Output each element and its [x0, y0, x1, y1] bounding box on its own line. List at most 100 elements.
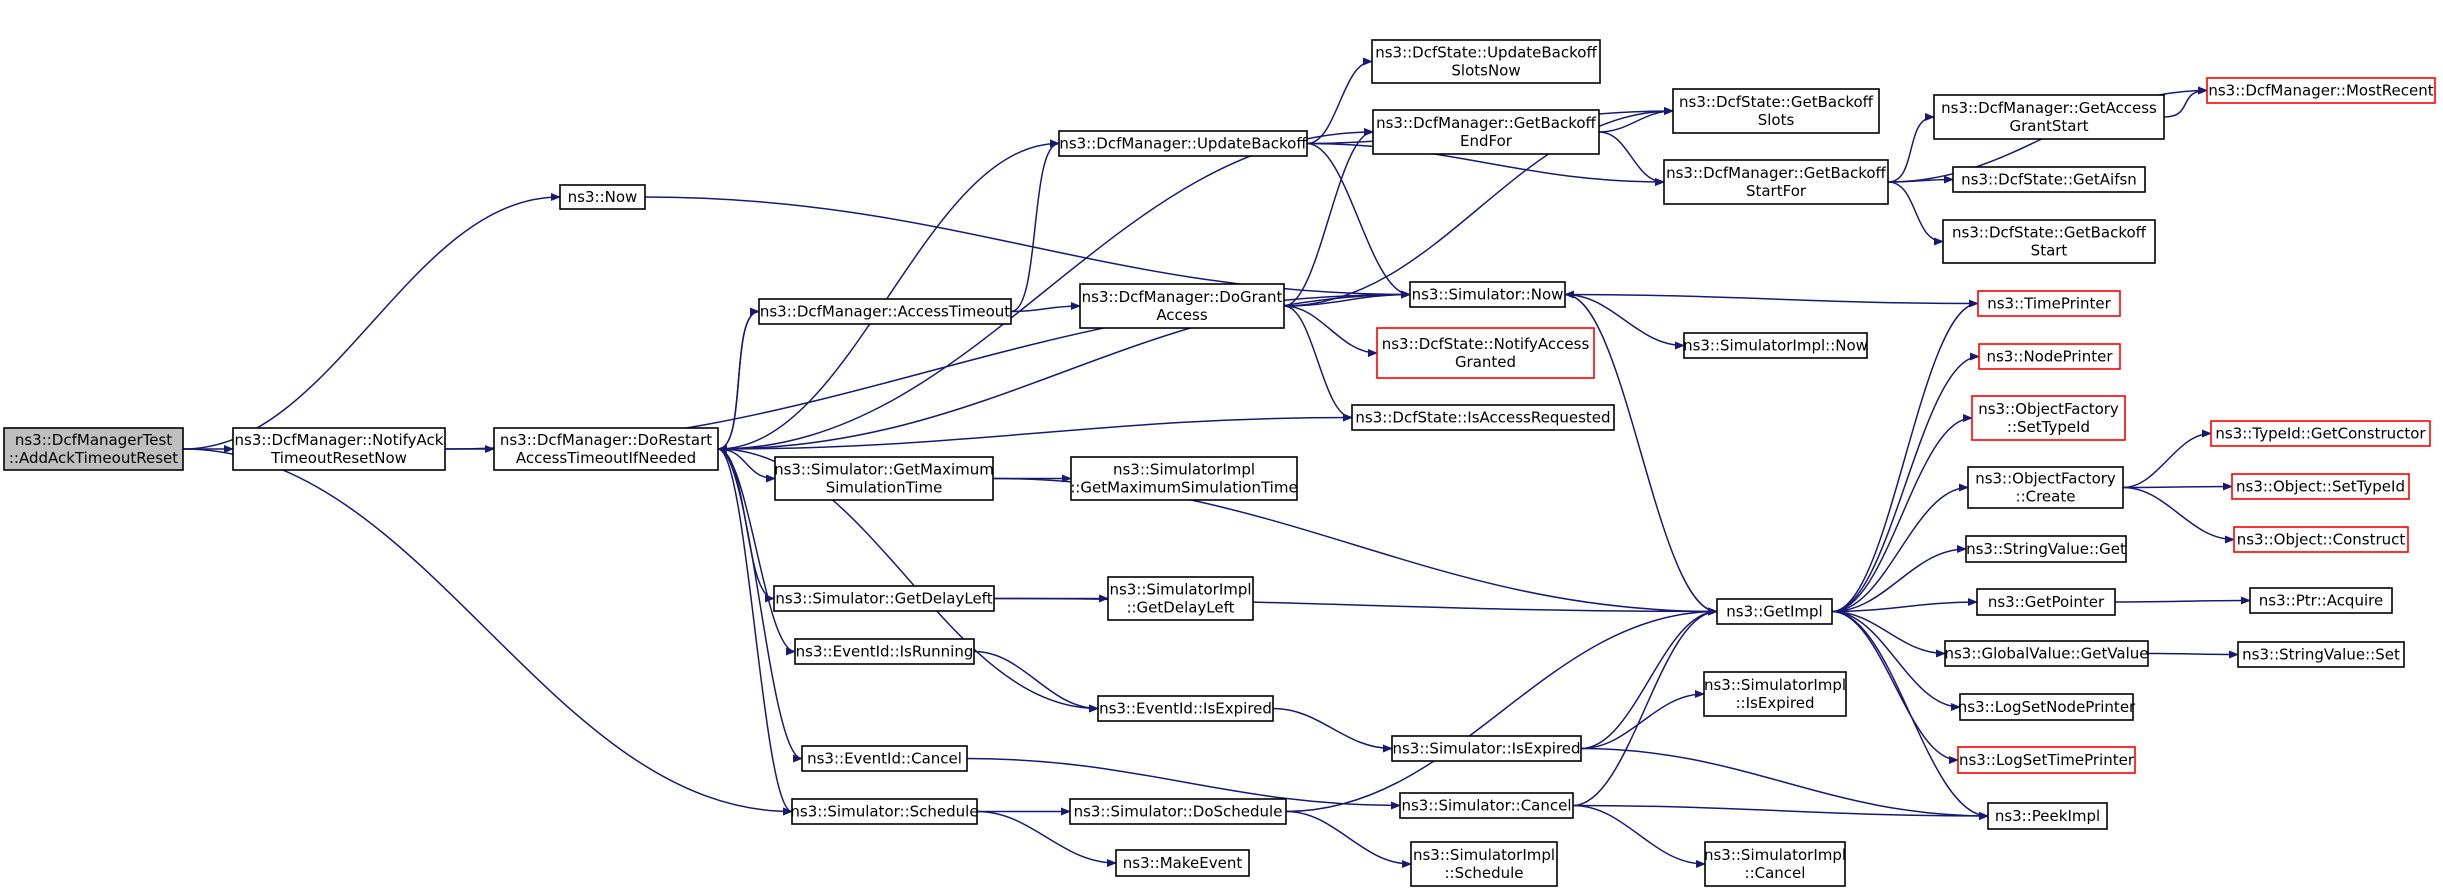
- node-objSetTypeId[interactable]: ns3::Object::SetTypeId: [2231, 473, 2410, 500]
- node-implGetDelay[interactable]: ns3::SimulatorImpl::GetDelayLeft: [1107, 576, 1254, 621]
- node-logNode[interactable]: ns3::LogSetNodePrinter: [1958, 693, 2136, 721]
- node-strSet[interactable]: ns3::StringValue::Set: [2237, 641, 2405, 668]
- node-label-line: ns3::EventId::IsRunning: [796, 643, 974, 661]
- edge-getImpl-to-timePrinter: [1831, 299, 1979, 613]
- node-label-line: ns3::DcfState::GetBackoff: [1952, 224, 2147, 242]
- node-label-line: ns3::TimePrinter: [1987, 295, 2111, 313]
- node-isAccessReq[interactable]: ns3::DcfState::IsAccessRequested: [1351, 404, 1615, 431]
- node-updateBackoff[interactable]: ns3::DcfManager::UpdateBackoff: [1058, 130, 1308, 157]
- node-eventCancel[interactable]: ns3::EventId::Cancel: [801, 745, 968, 772]
- edge-getBackoffStart-to-dsBackoffStart: [1887, 181, 1944, 246]
- edge-simCancel-to-implCancel: [1572, 804, 1706, 868]
- node-label-line: ns3::GetImpl: [1726, 603, 1822, 621]
- node-timePrinter[interactable]: ns3::TimePrinter: [1977, 290, 2121, 317]
- node-label-line: ns3::Object::SetTypeId: [2236, 478, 2405, 496]
- node-now[interactable]: ns3::Now: [559, 184, 646, 210]
- node-box: [1058, 130, 1308, 157]
- node-gvGetValue[interactable]: ns3::GlobalValue::GetValue: [1944, 640, 2149, 667]
- node-box: [1977, 290, 2121, 317]
- node-doRestart[interactable]: ns3::DcfManager::DoRestartAccessTimeoutI…: [493, 427, 719, 471]
- node-objConstruct[interactable]: ns3::Object::Construct: [2233, 526, 2409, 553]
- node-getCtor[interactable]: ns3::TypeId::GetConstructor: [2210, 420, 2431, 447]
- node-simIsExpired[interactable]: ns3::Simulator::IsExpired: [1391, 735, 1582, 762]
- node-getImpl[interactable]: ns3::GetImpl: [1716, 598, 1833, 625]
- node-label-line: ::GetMaximumSimulationTime: [1070, 479, 1297, 497]
- node-strGet[interactable]: ns3::StringValue::Get: [1965, 535, 2127, 563]
- node-implNow[interactable]: ns3::SimulatorImpl::Now: [1683, 332, 1868, 359]
- node-implGetMax[interactable]: ns3::SimulatorImpl::GetMaximumSimulation…: [1070, 456, 1298, 501]
- node-ptrAcquire[interactable]: ns3::Ptr::Acquire: [2249, 587, 2393, 614]
- node-makeEvent[interactable]: ns3::MakeEvent: [1115, 849, 1250, 877]
- node-getPointer[interactable]: ns3::GetPointer: [1976, 588, 2116, 616]
- node-root[interactable]: ns3::DcfManagerTest::AddAckTimeoutReset: [3, 427, 184, 471]
- edge-doGrant-to-dsGetSlots: [1283, 107, 1674, 307]
- node-label-line: Access: [1156, 306, 1208, 324]
- edge-simIsExpired-to-getImpl: [1580, 607, 1718, 750]
- node-getDelayLeft[interactable]: ns3::Simulator::GetDelayLeft: [773, 585, 995, 612]
- node-accessTimeout[interactable]: ns3::DcfManager::AccessTimeout: [758, 298, 1012, 325]
- edge-getBackoffStart-to-getAifsn: [1887, 175, 1954, 184]
- node-peekImpl[interactable]: ns3::PeekImpl: [1987, 802, 2108, 830]
- nodes-layer: ns3::DcfManagerTest::AddAckTimeoutResetn…: [3, 39, 2436, 887]
- node-label-line: ns3::DcfManagerTest: [15, 431, 172, 449]
- edge-getPointer-to-ptrAcquire: [2114, 596, 2251, 605]
- node-label-line: GrantStart: [2009, 117, 2088, 135]
- edge-getImpl-to-ofSetTypeId: [1831, 414, 1973, 613]
- node-box: [2249, 587, 2393, 614]
- node-label-line: ns3::Simulator::IsExpired: [1392, 740, 1580, 758]
- node-label-line: ns3::Now: [568, 188, 638, 206]
- node-label-line: ns3::SimulatorImpl::Now: [1683, 337, 1868, 355]
- node-simCancel[interactable]: ns3::Simulator::Cancel: [1399, 792, 1574, 819]
- node-getAifsn[interactable]: ns3::DcfState::GetAifsn: [1952, 166, 2146, 193]
- node-mostRecent[interactable]: ns3::DcfManager::MostRecent: [2206, 77, 2436, 104]
- node-schedule[interactable]: ns3::Simulator::Schedule: [790, 798, 979, 825]
- node-implSchedule[interactable]: ns3::SimulatorImpl::Schedule: [1410, 841, 1558, 887]
- node-label-line: ns3::PeekImpl: [1995, 807, 2100, 825]
- edge-updateBackoff-to-dsUpdate: [1306, 57, 1373, 145]
- edge-gvGetValue-to-strSet: [2147, 650, 2239, 659]
- node-label-line: ns3::DcfManager::UpdateBackoff: [1059, 135, 1307, 153]
- edge-doGrant-to-isAccessReq: [1283, 305, 1353, 422]
- node-implCancel[interactable]: ns3::SimulatorImpl::Cancel: [1704, 841, 1846, 887]
- node-box: [1933, 94, 2165, 140]
- node-label-line: ns3::DcfManager::DoGrant: [1082, 288, 1283, 306]
- node-label-line: ns3::DcfManager::GetAccess: [1941, 99, 2157, 117]
- node-label-line: ns3::DcfState::GetBackoff: [1679, 93, 1874, 111]
- edge-doRestart-to-simNow: [717, 290, 1411, 450]
- node-label-line: ns3::DcfManager::MostRecent: [2208, 82, 2433, 100]
- node-box: [1942, 219, 2156, 264]
- node-doSchedule[interactable]: ns3::Simulator::DoSchedule: [1069, 798, 1287, 825]
- node-ofCreate[interactable]: ns3::ObjectFactory::Create: [1967, 466, 2124, 509]
- node-implIsExpired[interactable]: ns3::SimulatorImpl::IsExpired: [1703, 671, 1847, 717]
- node-label-line: StartFor: [1746, 182, 1807, 200]
- node-box: [1971, 395, 2126, 441]
- node-logTime[interactable]: ns3::LogSetTimePrinter: [1957, 746, 2136, 774]
- edge-getImpl-to-getPointer: [1831, 598, 1978, 613]
- node-ofSetTypeId[interactable]: ns3::ObjectFactory::SetTypeId: [1971, 395, 2126, 441]
- node-isRunning[interactable]: ns3::EventId::IsRunning: [794, 638, 975, 665]
- node-box: [2237, 641, 2405, 668]
- node-nodePrinter[interactable]: ns3::NodePrinter: [1978, 343, 2121, 370]
- edges-layer: [182, 57, 2251, 868]
- node-label-line: ns3::Simulator::Schedule: [790, 803, 978, 821]
- node-label-line: ns3::LogSetNodePrinter: [1958, 698, 2136, 716]
- node-getMaxSim[interactable]: ns3::Simulator::GetMaximumSimulationTime: [774, 456, 994, 501]
- node-simNow[interactable]: ns3::Simulator::Now: [1409, 281, 1566, 308]
- node-label-line: ns3::StringValue::Get: [1966, 540, 2126, 558]
- node-notifyAck[interactable]: ns3::DcfManager::NotifyAckTimeoutResetNo…: [232, 427, 446, 471]
- node-label-line: Slots: [1758, 111, 1795, 129]
- node-isExpired[interactable]: ns3::EventId::IsExpired: [1097, 695, 1274, 722]
- node-box: [801, 745, 968, 772]
- node-box: [2233, 526, 2409, 553]
- node-box: [1976, 588, 2116, 616]
- node-box: [794, 638, 975, 665]
- node-label-line: ::Schedule: [1444, 864, 1523, 882]
